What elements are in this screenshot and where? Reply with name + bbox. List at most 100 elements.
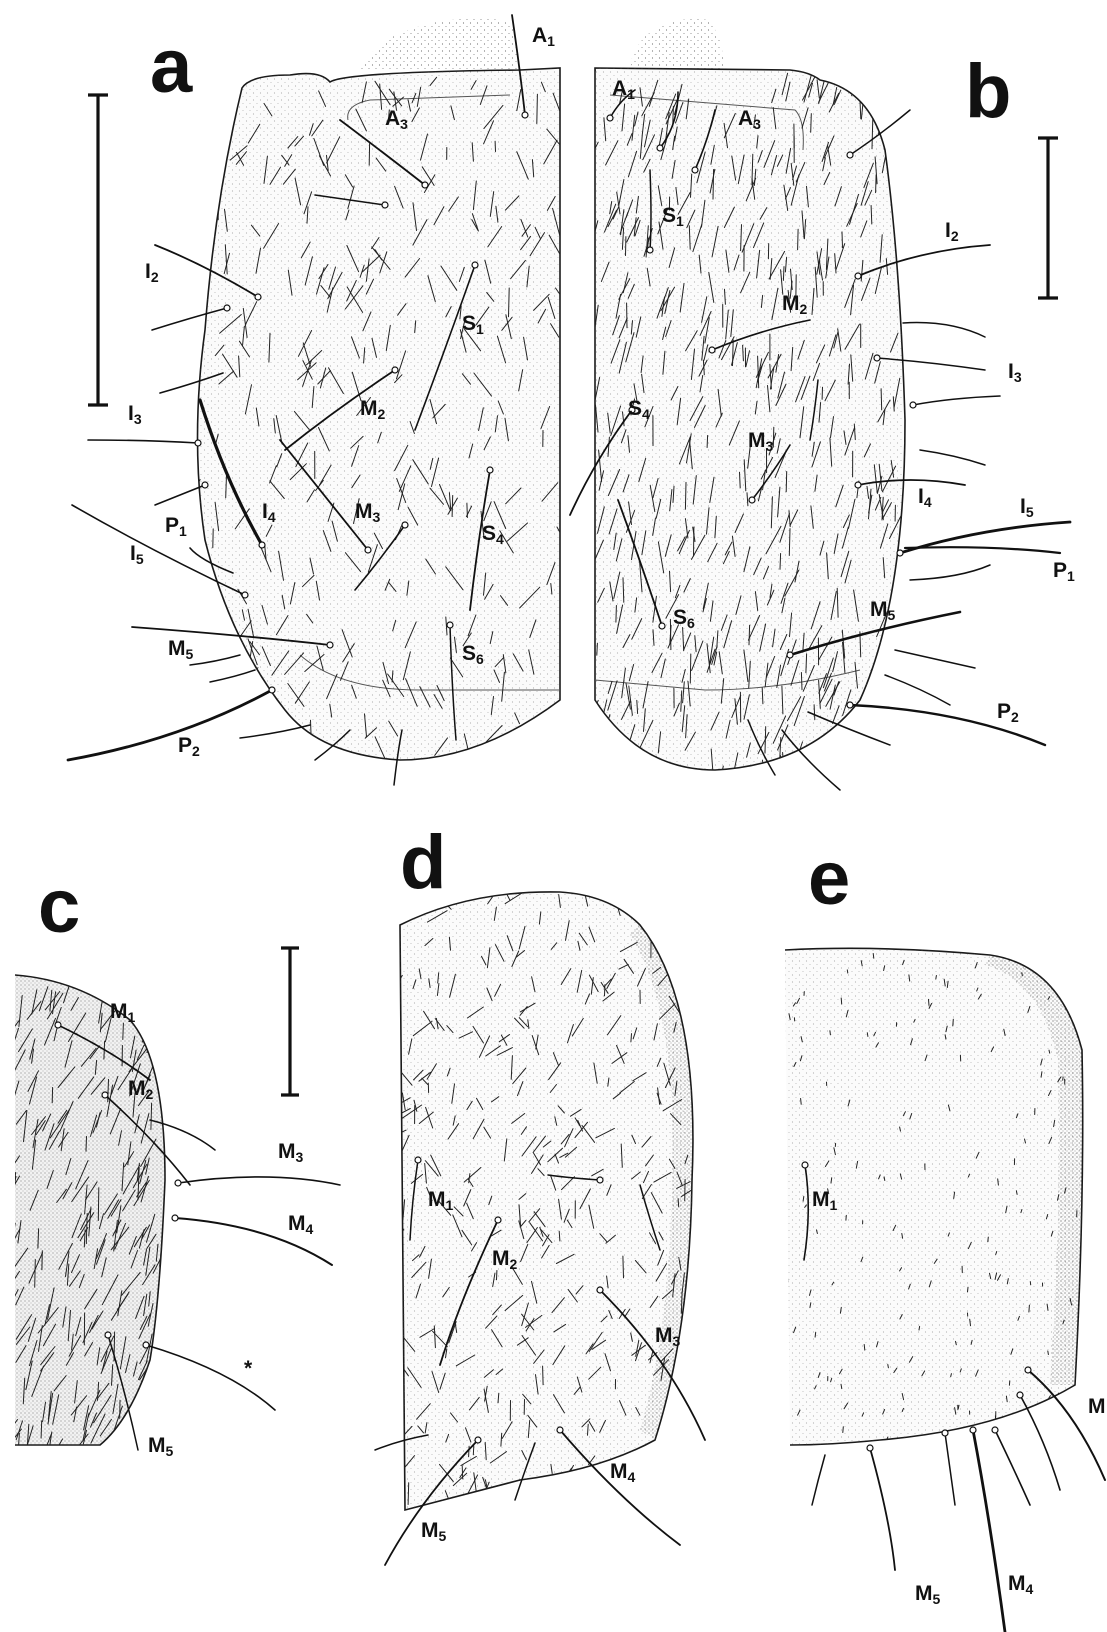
short-hair [133,1179,150,1207]
short-hair [641,1136,652,1148]
short-hair [521,1335,537,1356]
short-hair [800,672,803,691]
short-hair [882,502,892,519]
short-hair [1057,1392,1060,1399]
short-hair [759,623,767,652]
short-hair [87,1389,101,1418]
short-hair [135,1295,145,1319]
short-hair [346,286,364,313]
short-hair [643,158,651,173]
short-hair [1005,1205,1008,1214]
short-hair [653,1171,672,1183]
short-hair [284,652,305,675]
seta-label: M5 [168,637,194,662]
short-hair [1048,1136,1053,1145]
seta-label: M3 [655,1324,681,1349]
short-hair [306,206,309,224]
short-hair [818,673,827,694]
short-hair [680,1291,683,1314]
short-hair [1003,1028,1006,1036]
short-hair [511,1266,523,1285]
seta-a-2 [354,524,406,591]
short-hair [735,595,742,615]
short-hair [515,950,526,958]
short-hair [17,1432,20,1445]
short-hair [544,1476,562,1489]
short-hair [830,754,836,770]
short-hair [619,1081,635,1094]
short-hair [67,1012,87,1042]
short-hair [97,1382,110,1399]
short-hair [15,1420,23,1440]
short-hair [713,651,718,666]
short-hair [776,664,782,688]
short-hair [411,107,420,123]
short-hair [40,1420,43,1439]
seta-label: I5 [1020,495,1034,520]
seta-M4-socket [556,1426,564,1434]
short-hair [345,209,350,221]
short-hair [550,1175,557,1191]
seta-I3-socket [873,354,881,362]
short-hair [832,732,837,748]
seta-A1-socket [521,111,529,119]
short-hair [346,245,360,273]
seta-label: P2 [997,700,1019,725]
short-hair [302,360,313,380]
short-hair [689,653,692,684]
short-hair [552,1052,559,1066]
short-hair [816,248,823,275]
short-hair [55,1007,62,1025]
seta-M5 [131,626,331,646]
seta-label: M1 [110,1000,136,1025]
short-hair [627,150,638,178]
short-hair [454,636,457,653]
short-hair [309,557,314,575]
short-hair [484,259,492,284]
short-hair [863,443,871,458]
short-hair [706,435,709,448]
short-hair [224,208,228,232]
short-hair [558,894,561,908]
short-hair [90,1413,106,1444]
seta-e-3-socket [991,1426,999,1434]
short-hair [414,320,417,334]
short-hair [622,1255,624,1279]
seta-M5 [788,610,962,657]
short-hair [46,1170,54,1189]
seta-label-subscript: 1 [1067,568,1075,584]
short-hair [458,1031,473,1039]
short-hair [531,976,536,993]
short-hair [887,1364,889,1369]
short-hair [504,891,525,905]
short-hair [531,159,535,178]
short-hair [847,363,850,385]
short-hair [571,1017,584,1037]
short-hair [557,1105,565,1114]
short-hair [197,676,201,698]
short-hair [683,632,692,651]
short-hair [475,306,490,326]
seta-label-subscript: 5 [888,607,896,623]
short-hair [755,358,763,389]
short-hair [58,1131,69,1148]
seta-S1 [414,264,476,431]
short-hair [866,1032,869,1037]
short-hair [718,340,727,359]
seta-label: M3 [748,429,774,454]
short-hair [788,1013,791,1021]
short-hair [548,1062,562,1081]
short-hair [511,950,520,967]
short-hair [521,224,531,237]
seta-M4 [971,1428,1007,1632]
anterior-membrane [630,18,725,70]
short-hair [518,1017,529,1028]
short-hair [430,1154,442,1177]
short-hair [605,140,619,166]
short-hair [148,1291,151,1307]
short-hair [428,978,431,988]
short-hair [954,1407,957,1415]
short-hair [145,1333,153,1364]
short-hair [649,484,656,513]
